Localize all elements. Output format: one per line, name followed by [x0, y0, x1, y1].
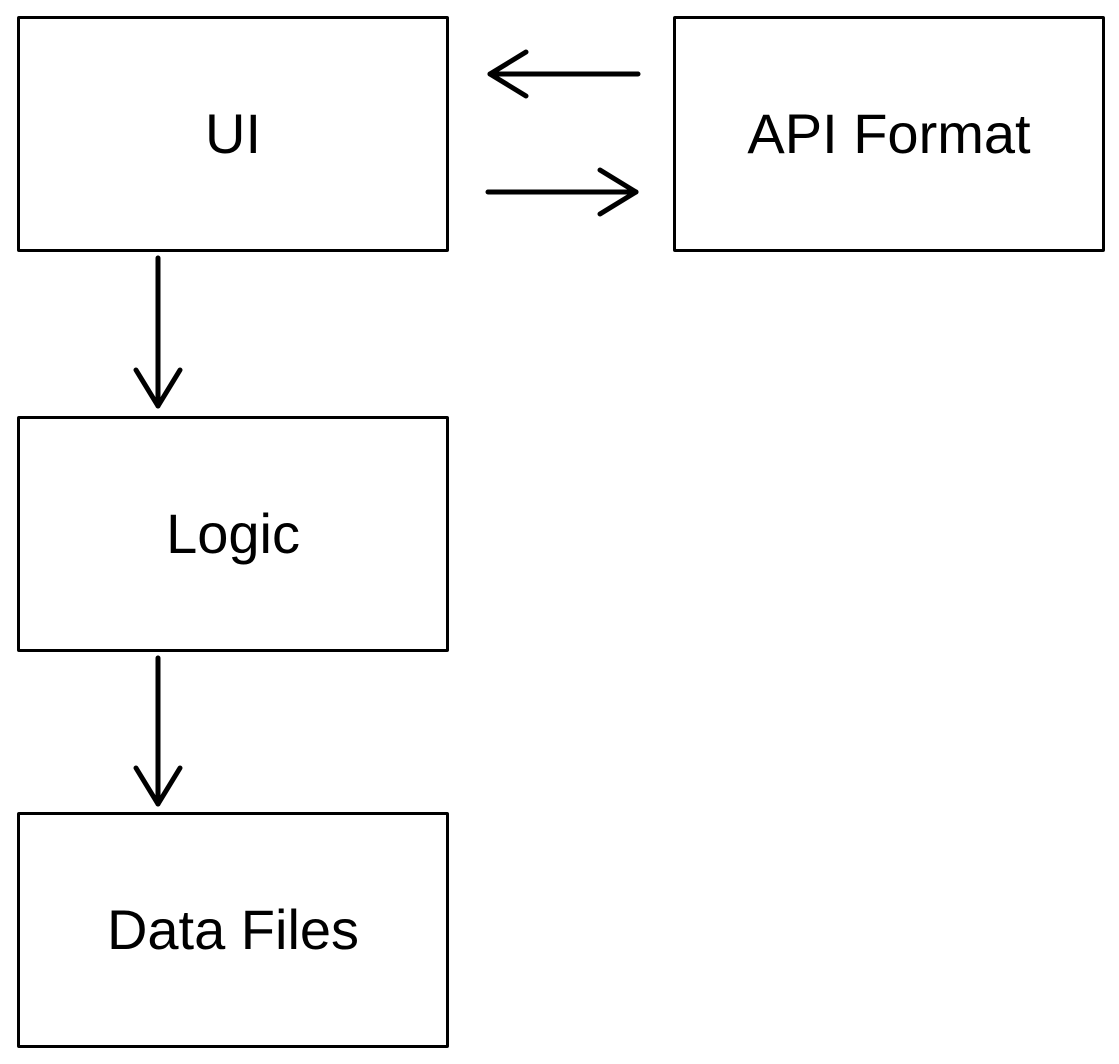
data-files-box: Data Files — [17, 812, 449, 1048]
api-format-label: API Format — [747, 102, 1031, 165]
api-format-box: API Format — [673, 16, 1105, 252]
logic-label: Logic — [166, 502, 300, 565]
logic-box: Logic — [17, 416, 449, 652]
arrow-ui-to-logic — [133, 255, 183, 409]
ui-label: UI — [205, 102, 261, 165]
arrow-ui-to-api — [485, 167, 639, 217]
data-files-label: Data Files — [106, 898, 360, 961]
arrow-logic-to-data — [133, 655, 183, 807]
ui-box: UI — [17, 16, 449, 252]
arrow-api-to-ui — [487, 49, 641, 99]
